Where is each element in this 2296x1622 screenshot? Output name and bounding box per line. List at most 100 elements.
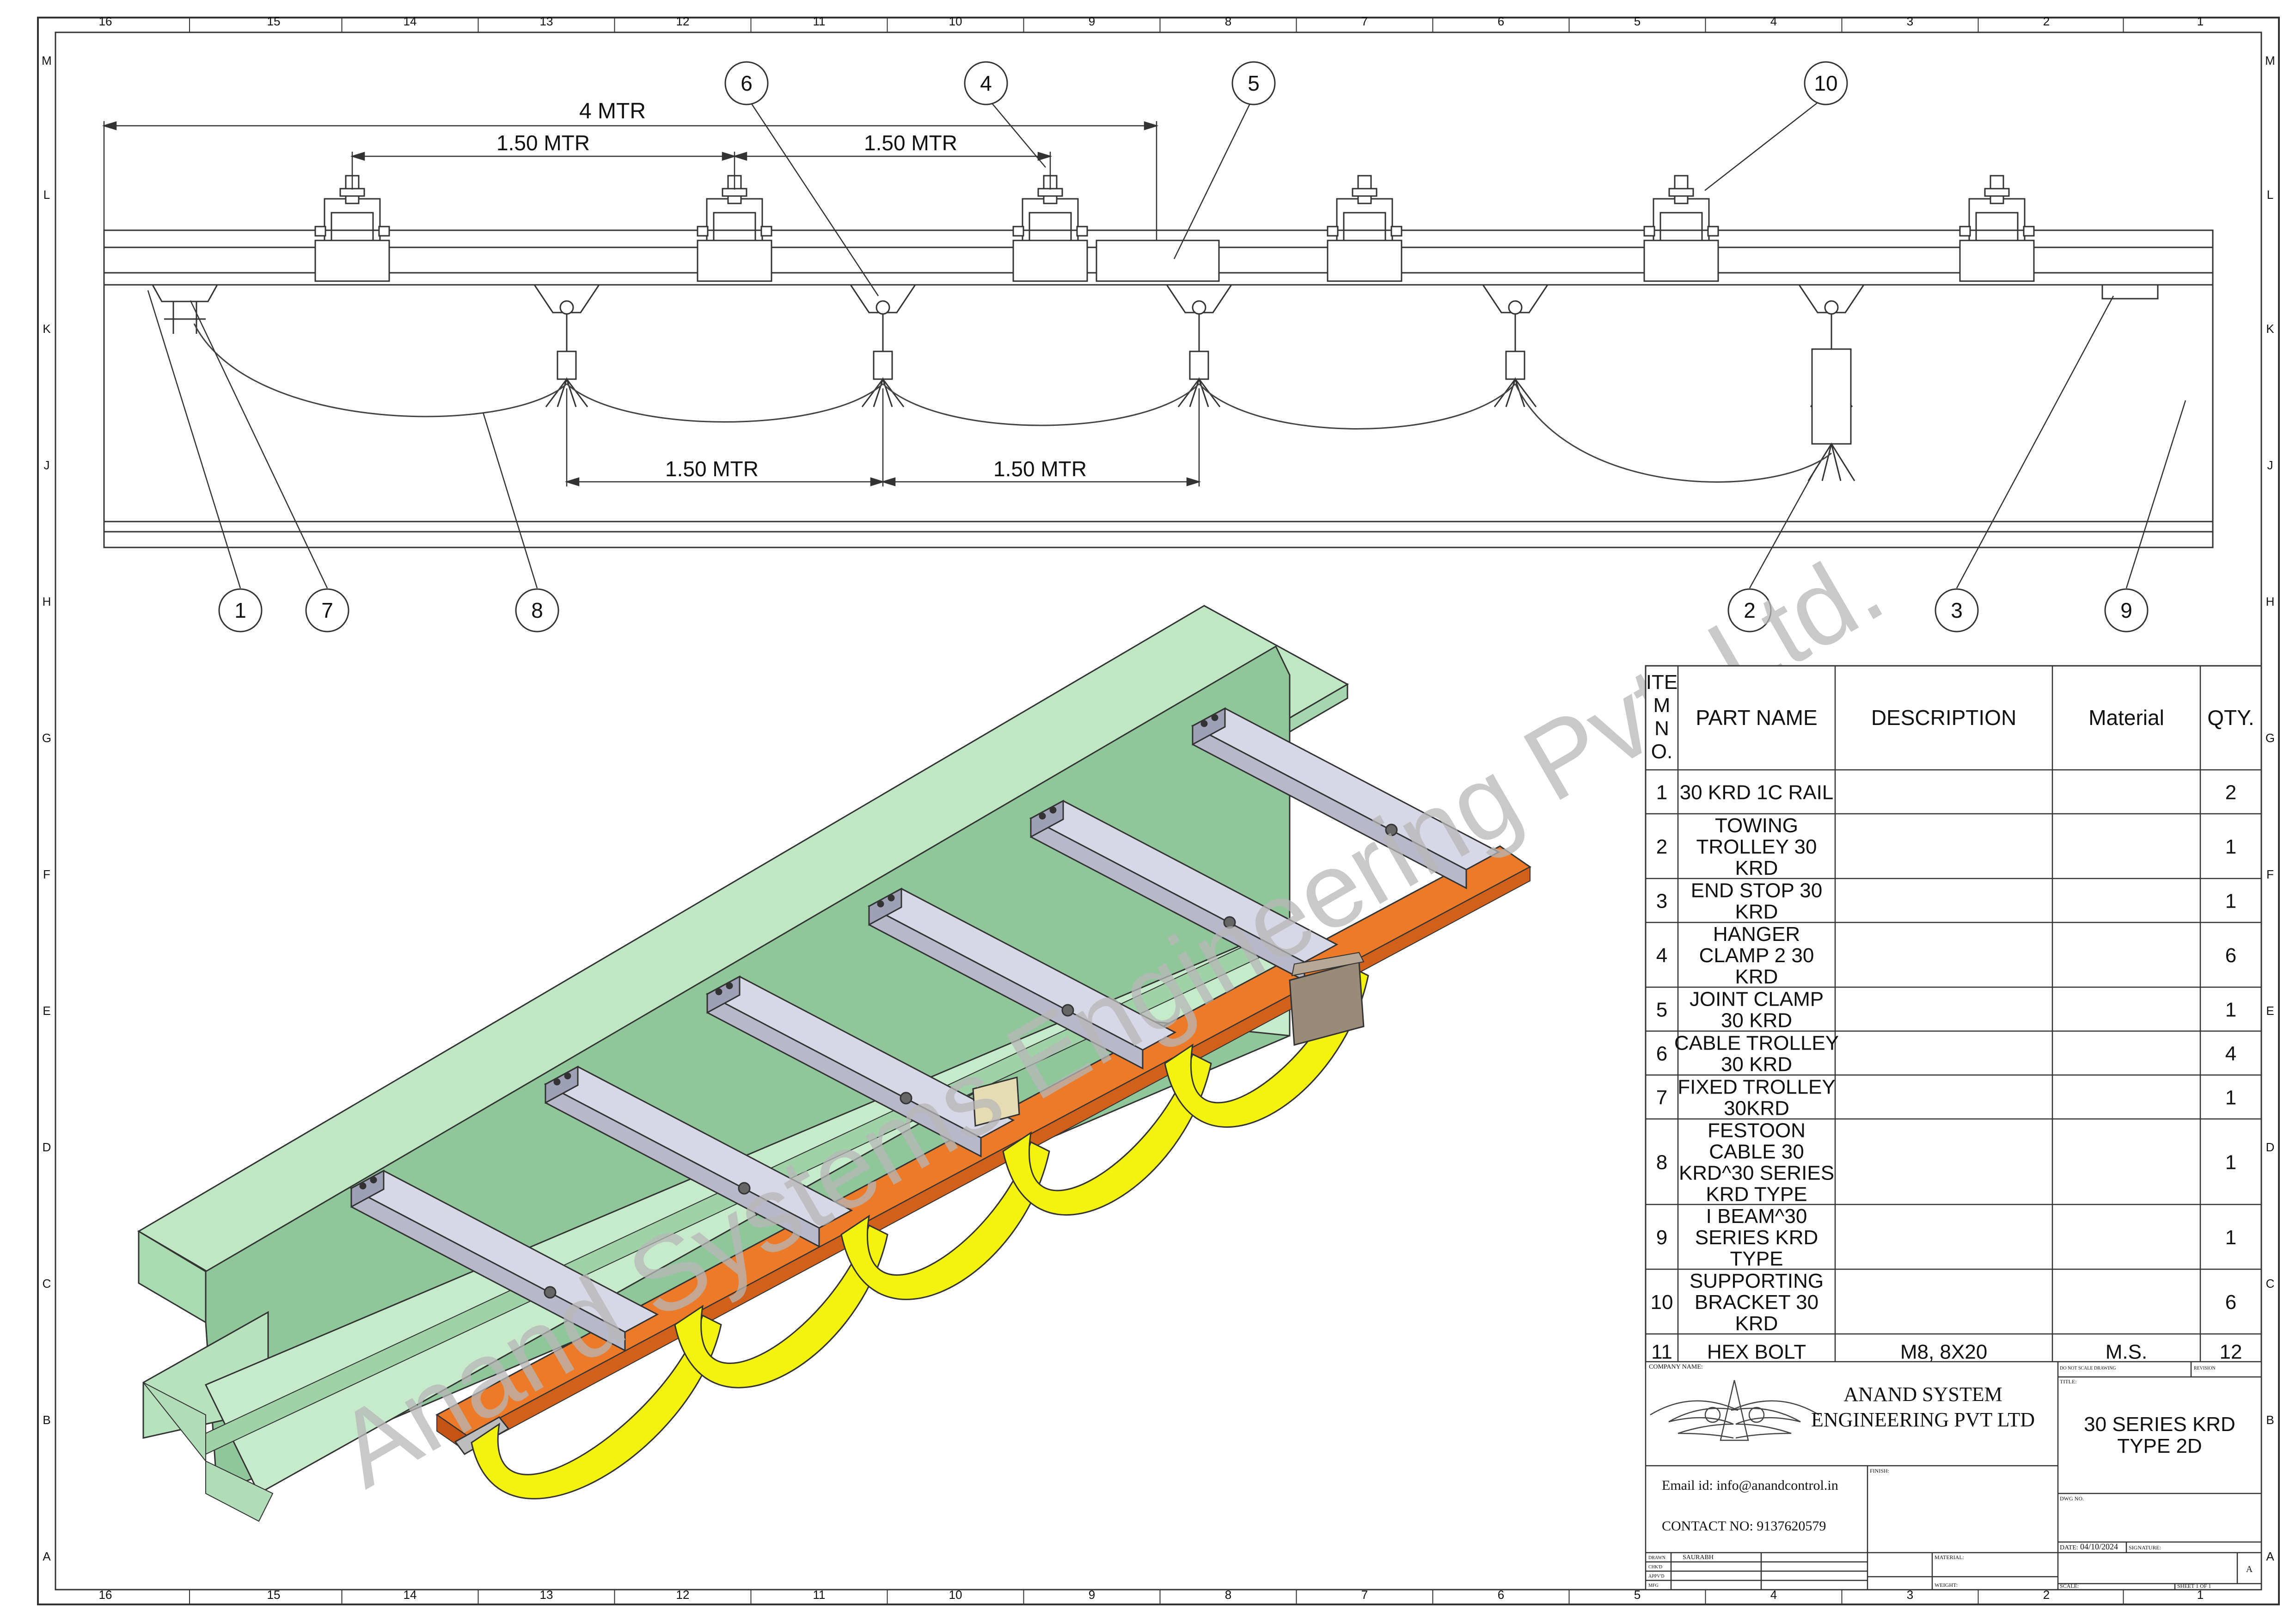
column-marker-6-bottom: 6 (1498, 1588, 1504, 1602)
row-marker-J-left: J (44, 458, 50, 472)
scale-label: SCALE: (2060, 1583, 2079, 1589)
row-marker-L-right: L (2267, 188, 2273, 202)
bom-qty: 6 (2225, 1291, 2236, 1314)
column-marker-4-top: 4 (1770, 14, 1777, 28)
company-logo (1650, 1380, 1819, 1441)
cable-trolleys (533, 284, 1865, 481)
towing-trolley-iso (1289, 952, 1365, 1046)
row-marker-B-left: B (43, 1413, 50, 1427)
bom-item-no: 10 (1651, 1291, 1673, 1314)
column-marker-3-bottom: 3 (1907, 1588, 1913, 1602)
bom-part-name: HANGER (1713, 923, 1800, 946)
balloon-1: 1 (234, 598, 246, 622)
festoon-loop (882, 383, 1200, 426)
bom-part-name: FESTOON (1708, 1119, 1806, 1142)
drawing-title-line2: TYPE 2D (2117, 1435, 2202, 1457)
balloon-5: 5 (1248, 71, 1260, 95)
bom-part-name: CABLE TROLLEY (1674, 1032, 1839, 1055)
bom-item-no: 1 (1656, 781, 1667, 804)
weight-label: WEIGHT: (1935, 1582, 1958, 1588)
bom-item-no: 2 (1656, 836, 1667, 858)
zone-markers: 1616151514141313121211111010998877665544… (42, 14, 2275, 1604)
dim-overall: 4 MTR (579, 99, 646, 123)
elevation-view (103, 229, 2214, 548)
column-marker-15-bottom: 15 (267, 1588, 281, 1602)
balloon-circle (1231, 61, 1276, 105)
festoon-loop (1514, 383, 1832, 483)
row-marker-A-right: A (2266, 1549, 2274, 1563)
bom-part-name: TOWING (1715, 814, 1798, 837)
bom-item-no: 3 (1656, 890, 1667, 913)
row-marker-C-right: C (2266, 1277, 2275, 1290)
row-marker-E-right: E (2266, 1004, 2274, 1018)
bom-part-name: CABLE 30 (1709, 1141, 1804, 1163)
bom-item-no: 8 (1656, 1151, 1667, 1174)
bom-qty: 12 (2220, 1341, 2242, 1364)
column-marker-16-top: 16 (99, 14, 112, 28)
no-scale-label: DO NOT SCALE DRAWING (2060, 1366, 2116, 1371)
bom-header-item-no: O. (1651, 740, 1672, 763)
hanger-clamp (697, 175, 772, 282)
bom-part-name: 30 KRD (1721, 1053, 1792, 1076)
festoon-loop (193, 323, 568, 418)
bom-part-name: 30KRD (1724, 1097, 1789, 1120)
row-marker-E-left: E (43, 1004, 50, 1018)
balloon-circle (964, 61, 1008, 105)
column-marker-8-bottom: 8 (1225, 1588, 1231, 1602)
column-marker-1-bottom: 1 (2197, 1588, 2204, 1602)
sheet-border (37, 17, 2280, 1605)
bom-description: M8, 8X20 (1900, 1341, 1987, 1364)
bom-part-name: HEX BOLT (1707, 1341, 1806, 1364)
column-marker-5-bottom: 5 (1634, 1588, 1641, 1602)
balloon-7: 7 (321, 598, 333, 622)
bom-item-no: 9 (1656, 1226, 1667, 1249)
bom-qty: 1 (2225, 890, 2236, 913)
row-marker-M-left: M (42, 54, 52, 68)
column-marker-14-top: 14 (404, 14, 417, 28)
balloon-circle (1804, 61, 1848, 105)
balloon-leaders (147, 96, 2186, 589)
row-marker-G-right: G (2265, 731, 2275, 745)
balloon-circle (1935, 588, 1979, 633)
material-label: MATERIAL: (1935, 1554, 1964, 1561)
supporting-bracket-iso (867, 887, 1177, 1070)
festoon-loop (566, 383, 884, 423)
drawn-by: SAURABH (1683, 1554, 1714, 1561)
bom-qty: 1 (2225, 1087, 2236, 1109)
date-label: DATE: (2060, 1544, 2078, 1551)
hanger-clamp (1012, 175, 1088, 282)
bom-header-material: Material (2088, 706, 2164, 730)
column-marker-10-bottom: 10 (949, 1588, 962, 1602)
balloon-10: 10 (1814, 71, 1837, 95)
row-marker-J-right: J (2267, 458, 2273, 472)
column-marker-7-bottom: 7 (1361, 1588, 1368, 1602)
cable-trolley (1165, 284, 1233, 407)
bom-header-part-name: PART NAME (1696, 706, 1817, 730)
date-value: 04/10/2024 (2080, 1542, 2118, 1551)
balloon-6: 6 (741, 71, 753, 95)
row-marker-F-left: F (43, 867, 50, 881)
bom-item-no: 7 (1656, 1087, 1667, 1109)
column-marker-11-top: 11 (813, 14, 826, 28)
row-marker-G-left: G (42, 731, 51, 745)
hanger-clamp (1327, 175, 1402, 282)
bom-qty: 1 (2225, 1151, 2236, 1174)
joint-clamp-iso (972, 1076, 1020, 1127)
balloon-8: 8 (531, 598, 543, 622)
sheet-size: A (2246, 1564, 2253, 1574)
bom-part-name: KRD TYPE (1706, 1183, 1807, 1206)
bom-part-name: CLAMP 2 30 (1699, 944, 1814, 967)
dimensions (102, 121, 1201, 486)
supporting-bracket-iso (1029, 799, 1339, 982)
row-marker-M-right: M (2265, 54, 2275, 68)
email: Email id: info@anandcontrol.in (1662, 1478, 1838, 1493)
column-marker-9-top: 9 (1089, 14, 1095, 28)
finish-label: FINISH: (1870, 1468, 1889, 1474)
festoon-loop (1198, 383, 1516, 430)
row-marker-K-right: K (2266, 322, 2274, 336)
hanger-clamp (1643, 175, 1719, 282)
bom-header-item-no: N (1654, 717, 1669, 740)
supporting-bracket-iso (1191, 707, 1500, 890)
